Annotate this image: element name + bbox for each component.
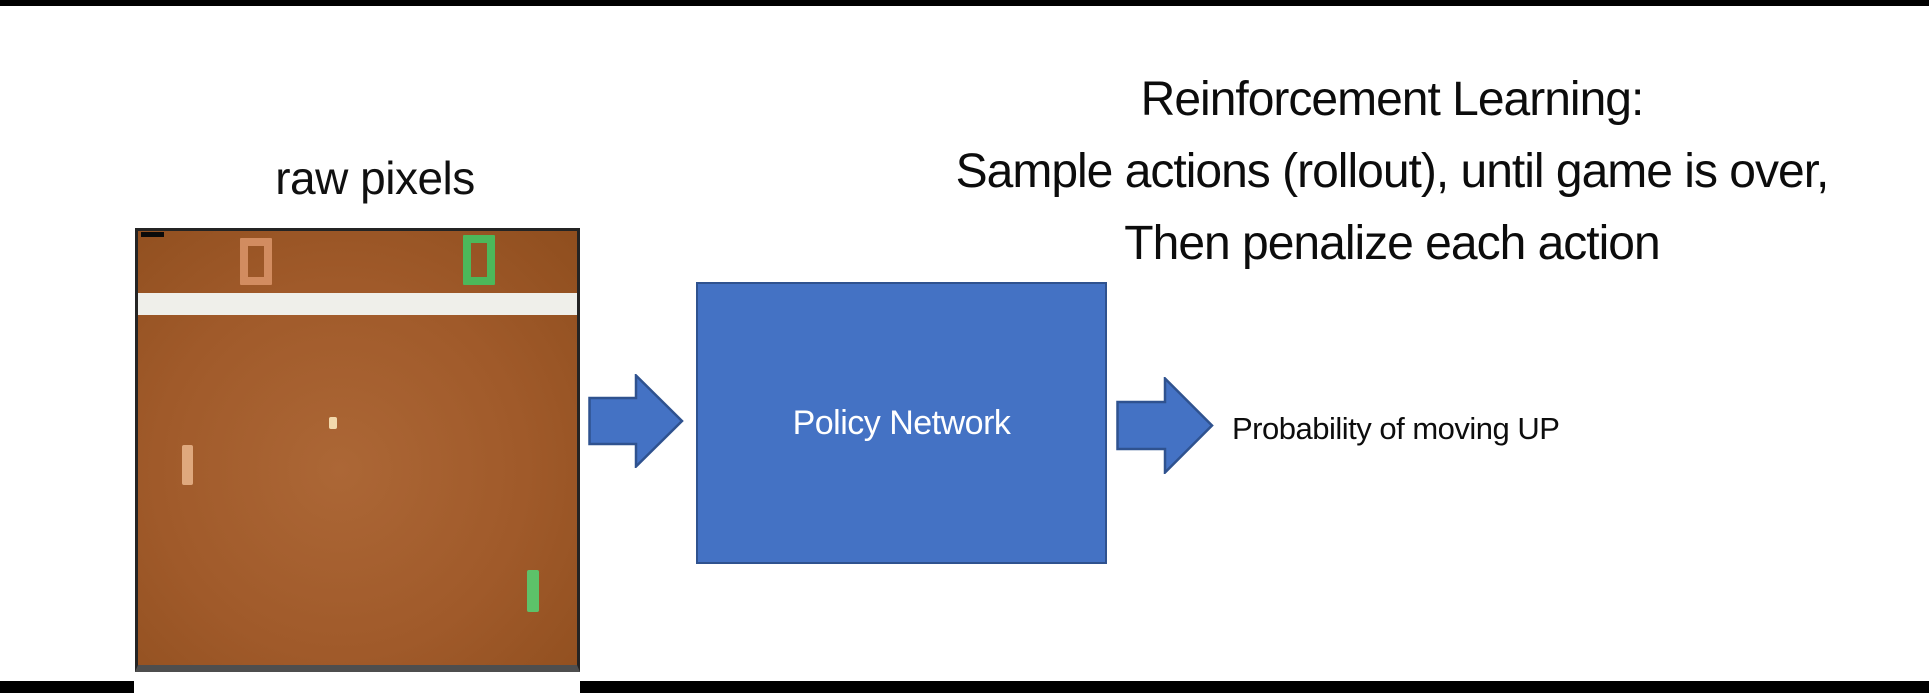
raw-pixels-label: raw pixels (275, 152, 475, 204)
pong-right-score-zero (463, 235, 495, 285)
probability-output-label: Probability of moving UP (1232, 411, 1560, 446)
top-letterbox-bar (0, 0, 1929, 6)
heading-line-2: Sample actions (rollout), until game is … (955, 145, 1830, 198)
bottom-bar-gap (134, 681, 580, 693)
policy-network-label: Policy Network (792, 403, 1011, 442)
heading-line-3: Then penalize each action (1124, 217, 1660, 270)
pong-left-score-zero (240, 238, 272, 285)
pong-left-paddle (182, 445, 193, 485)
input-block-arrow-right-icon (588, 374, 684, 468)
pong-game-screenshot (135, 228, 580, 672)
pong-right-paddle (527, 570, 539, 612)
pong-top-left-notch (141, 232, 164, 237)
output-block-arrow-right-icon (1116, 377, 1214, 474)
pong-white-band (138, 293, 577, 315)
slide-heading: Reinforcement Learning: Sample actions (… (855, 64, 1929, 280)
policy-network-box: Policy Network (696, 282, 1107, 564)
pong-ball (329, 417, 337, 429)
heading-line-1: Reinforcement Learning: (1140, 73, 1645, 126)
